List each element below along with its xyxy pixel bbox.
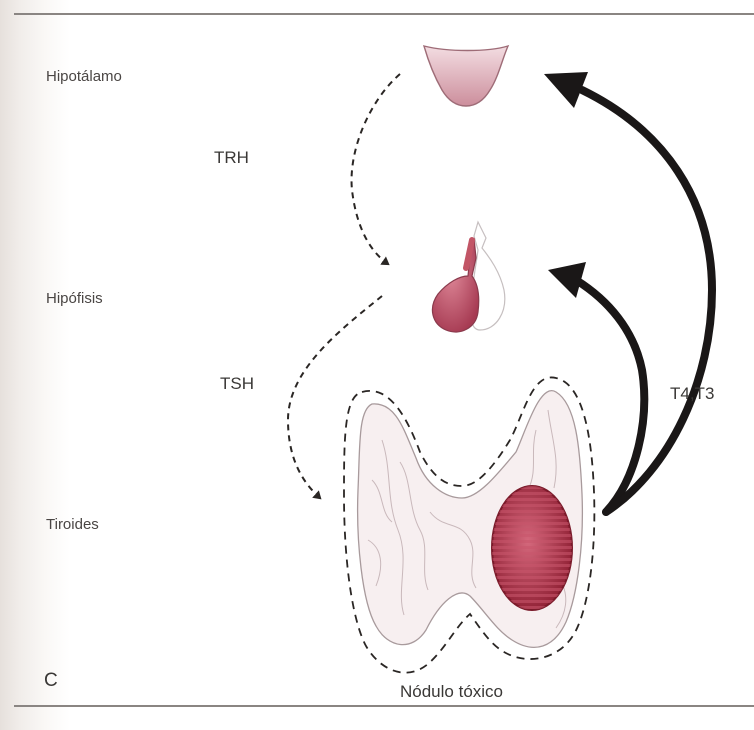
tsh-label: TSH bbox=[220, 374, 254, 394]
trh-dashed-arrow bbox=[352, 74, 400, 264]
thyroid-label: Tiroides bbox=[46, 516, 99, 533]
hypothalamus-label: Hipotálamo bbox=[46, 68, 122, 85]
trh-label: TRH bbox=[214, 148, 249, 168]
pituitary-shape bbox=[432, 222, 504, 332]
toxic-nodule-shape bbox=[492, 486, 572, 610]
toxic-nodule-caption: Nódulo tóxico bbox=[400, 682, 503, 702]
hypothalamus-shape bbox=[424, 46, 508, 106]
t4-t3-label: T4,T3 bbox=[670, 384, 714, 404]
pituitary-label: Hipófisis bbox=[46, 290, 103, 307]
panel-letter: C bbox=[44, 670, 58, 692]
